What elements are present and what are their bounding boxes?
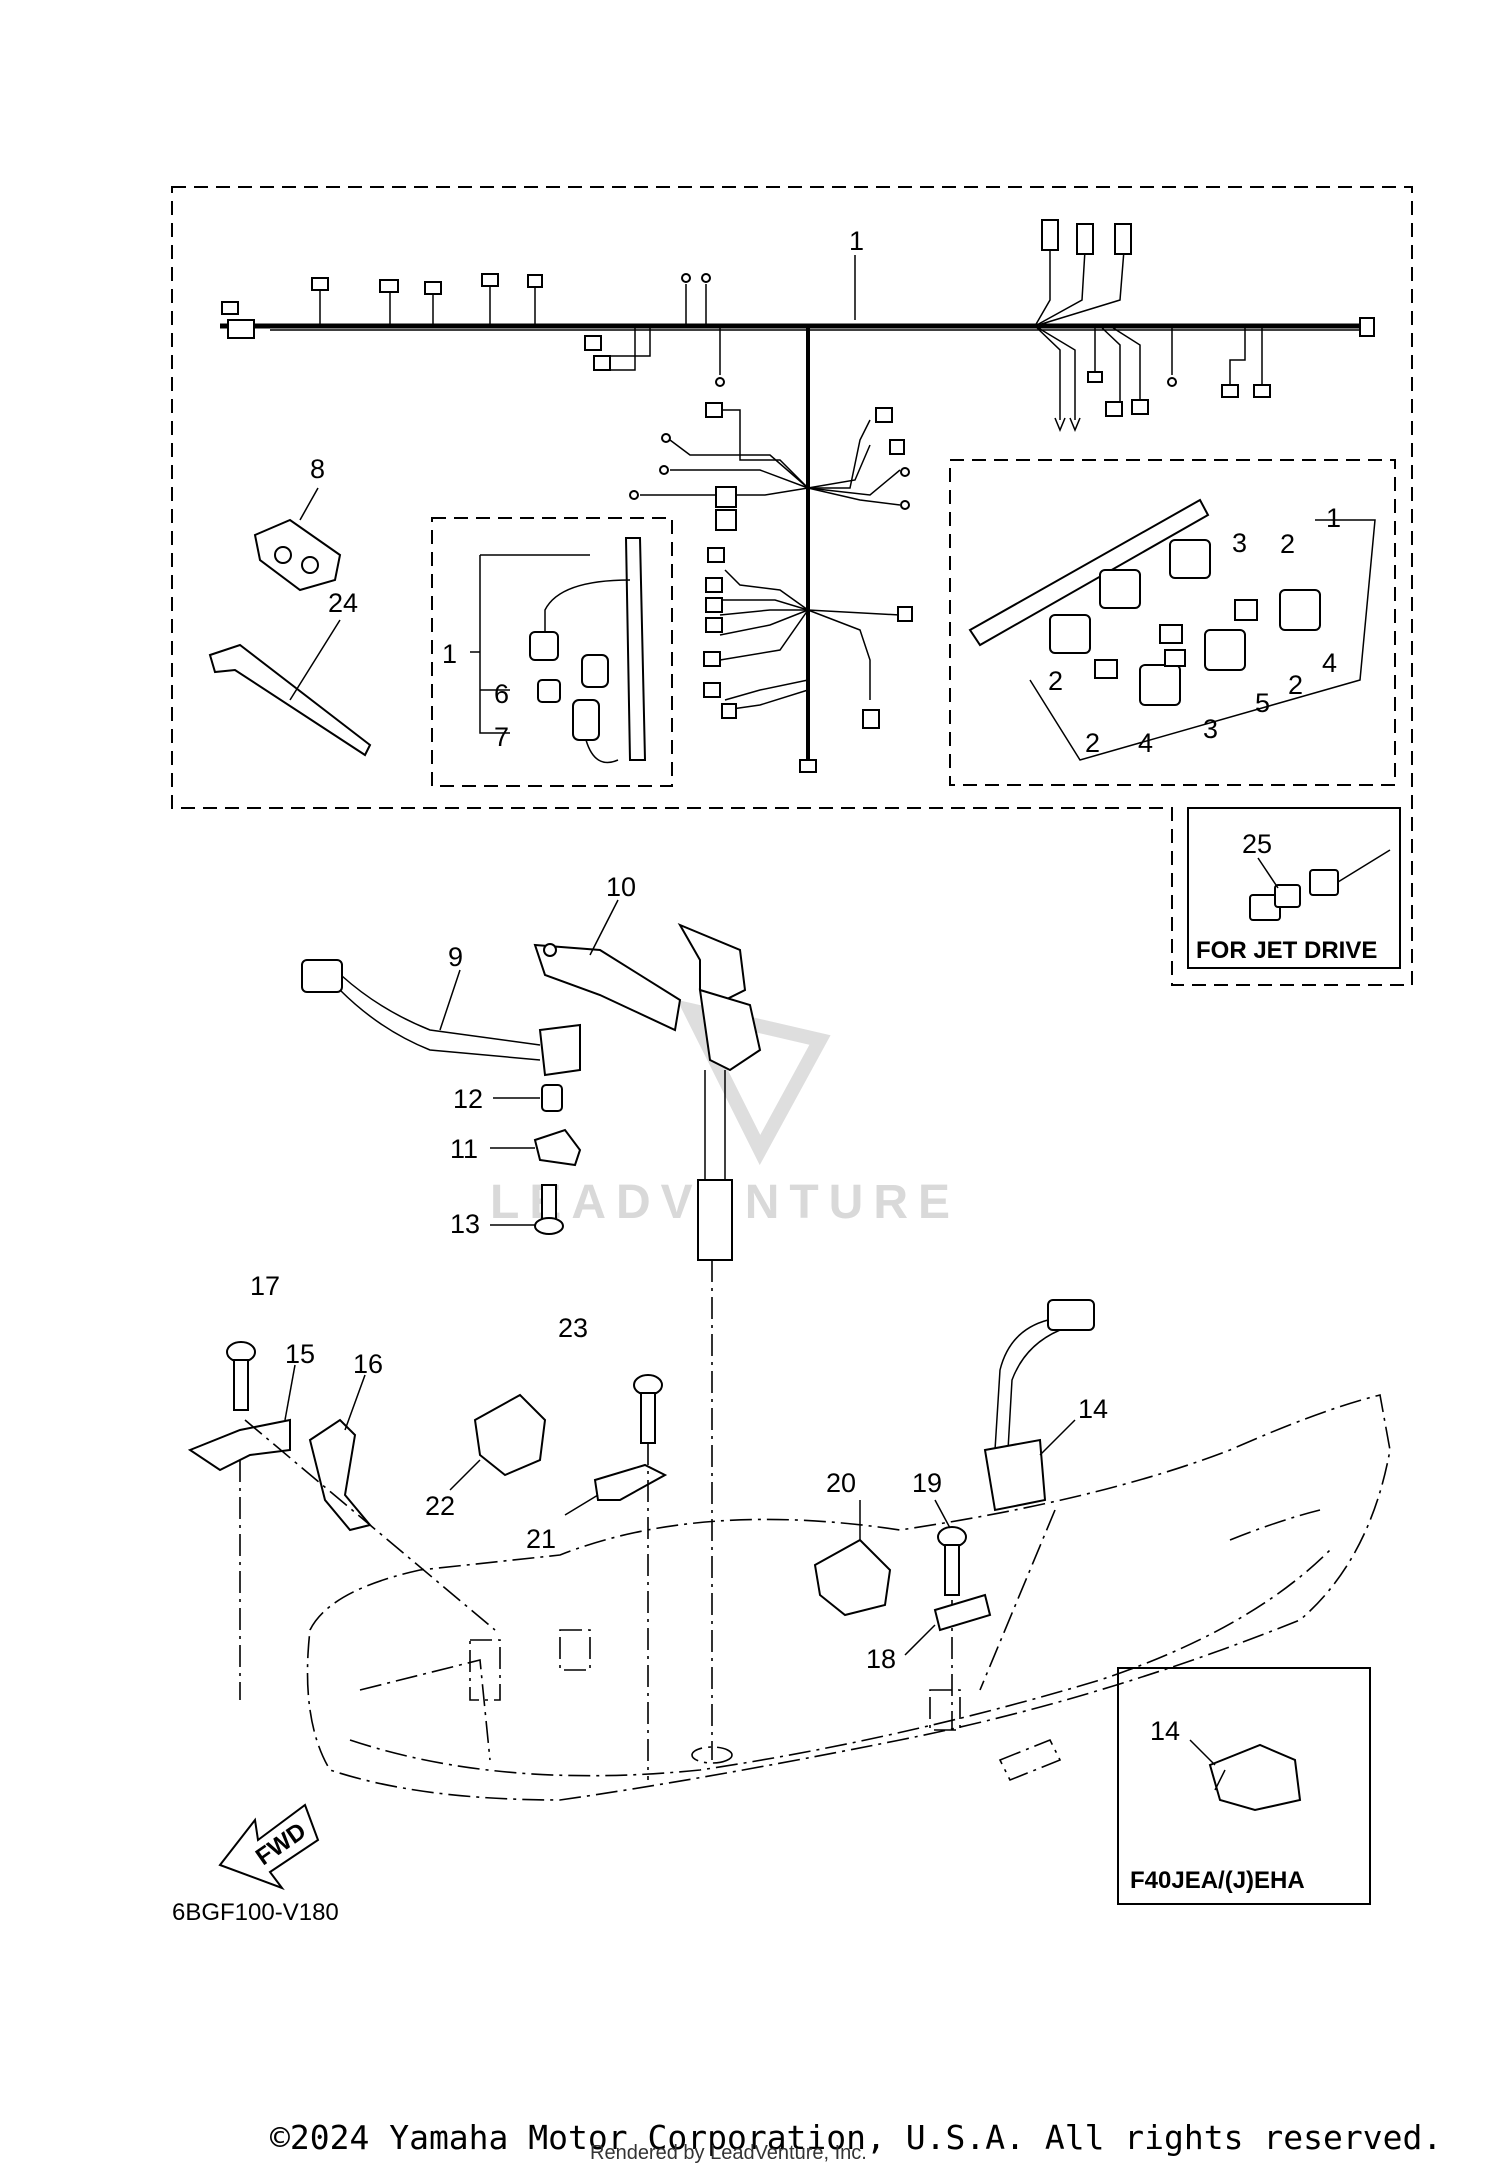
leader-16 xyxy=(344,1374,366,1431)
callout-20: 20 xyxy=(826,1468,856,1498)
leader-14 xyxy=(1039,1419,1076,1456)
leader-21 xyxy=(564,1494,599,1516)
leader-19 xyxy=(934,1499,951,1529)
leader-15 xyxy=(284,1364,296,1421)
callout-11: 11 xyxy=(450,1134,478,1164)
part-14-lead xyxy=(983,1299,1095,1512)
model-label: F40JEA/(J)EHA xyxy=(1130,1867,1305,1894)
part-14-grommet xyxy=(1208,1743,1302,1812)
jet-drive-label: FOR JET DRIVE xyxy=(1196,937,1377,964)
part-8-clamp xyxy=(253,518,342,592)
part-15-bracket xyxy=(187,1418,291,1472)
part-20-clamp xyxy=(813,1538,892,1617)
wiring-harness xyxy=(220,219,1375,773)
connector-subassembly xyxy=(968,498,1376,761)
part-22-clamp xyxy=(473,1393,547,1477)
leader-10 xyxy=(589,899,619,956)
callout-2a: 2 xyxy=(1280,529,1295,559)
part-9-wire-lead xyxy=(301,959,581,1077)
callout-15: 15 xyxy=(285,1339,315,1369)
sensor-detail-box xyxy=(431,517,673,787)
callout-25: 25 xyxy=(1242,829,1272,859)
callout-1-main: 1 xyxy=(849,226,864,256)
callout-24: 24 xyxy=(328,588,358,618)
callout-1-right: 1 xyxy=(1326,503,1341,533)
part-11-plate xyxy=(533,1128,582,1167)
part-19-bolt xyxy=(937,1526,967,1730)
part-18-bracket xyxy=(933,1593,992,1632)
part-13-screw xyxy=(534,1184,564,1235)
model-inset xyxy=(1117,1667,1371,1905)
callout-22: 22 xyxy=(425,1491,455,1521)
leader-14b xyxy=(1189,1739,1216,1766)
callout-1-left: 1 xyxy=(442,639,457,669)
sensor-subassembly xyxy=(470,537,647,764)
callout-19: 19 xyxy=(912,1468,942,1498)
callout-23: 23 xyxy=(558,1313,588,1343)
callout-2d: 2 xyxy=(1288,670,1303,700)
leader-24 xyxy=(289,619,341,701)
callout-4a: 4 xyxy=(1138,728,1153,758)
leader-8 xyxy=(299,487,319,521)
bottom-cowling xyxy=(239,1394,1391,1801)
part-25-connector xyxy=(1249,849,1391,921)
callout-16: 16 xyxy=(353,1349,383,1379)
callout-13: 13 xyxy=(450,1209,480,1239)
callout-14b: 14 xyxy=(1150,1716,1180,1746)
jet-drive-inset xyxy=(1187,807,1401,969)
callout-9: 9 xyxy=(448,942,463,972)
leader-25 xyxy=(1257,857,1279,889)
connector-detail-box xyxy=(949,459,1396,786)
part-12-collar xyxy=(541,1084,563,1112)
callout-12: 12 xyxy=(453,1084,483,1114)
part-16-clip xyxy=(308,1418,372,1532)
callout-14: 14 xyxy=(1078,1394,1108,1424)
callout-21: 21 xyxy=(526,1524,556,1554)
callout-17: 17 xyxy=(250,1271,280,1301)
leader-18 xyxy=(904,1624,936,1656)
callout-3a: 3 xyxy=(1232,528,1247,558)
callout-8: 8 xyxy=(310,454,325,484)
rendered-by-text: Rendered by LeadVenture, Inc. xyxy=(590,2142,867,2164)
callout-10: 10 xyxy=(606,872,636,902)
callout-2b: 2 xyxy=(1048,666,1063,696)
harness-group-box xyxy=(171,186,1413,986)
callout-5: 5 xyxy=(1255,688,1270,718)
callout-2c: 2 xyxy=(1085,728,1100,758)
leader-22 xyxy=(449,1459,481,1491)
part-17-bolt xyxy=(226,1341,256,1411)
callout-6: 6 xyxy=(494,679,509,709)
callout-18: 18 xyxy=(866,1644,896,1674)
part-10-bracket xyxy=(533,922,762,1760)
callout-4b: 4 xyxy=(1322,648,1337,678)
copyright-text: ©2024 Yamaha Motor Corporation, U.S.A. A… xyxy=(270,2118,1443,2157)
fwd-arrow xyxy=(218,1803,320,1891)
part-21-bracket xyxy=(593,1463,668,1501)
diagram-code: 6BGF100-V180 xyxy=(172,1899,339,1926)
callout-7: 7 xyxy=(494,722,509,752)
leader-9 xyxy=(439,969,461,1031)
callout-3b: 3 xyxy=(1203,714,1218,744)
part-23-bolt xyxy=(633,1374,663,1780)
